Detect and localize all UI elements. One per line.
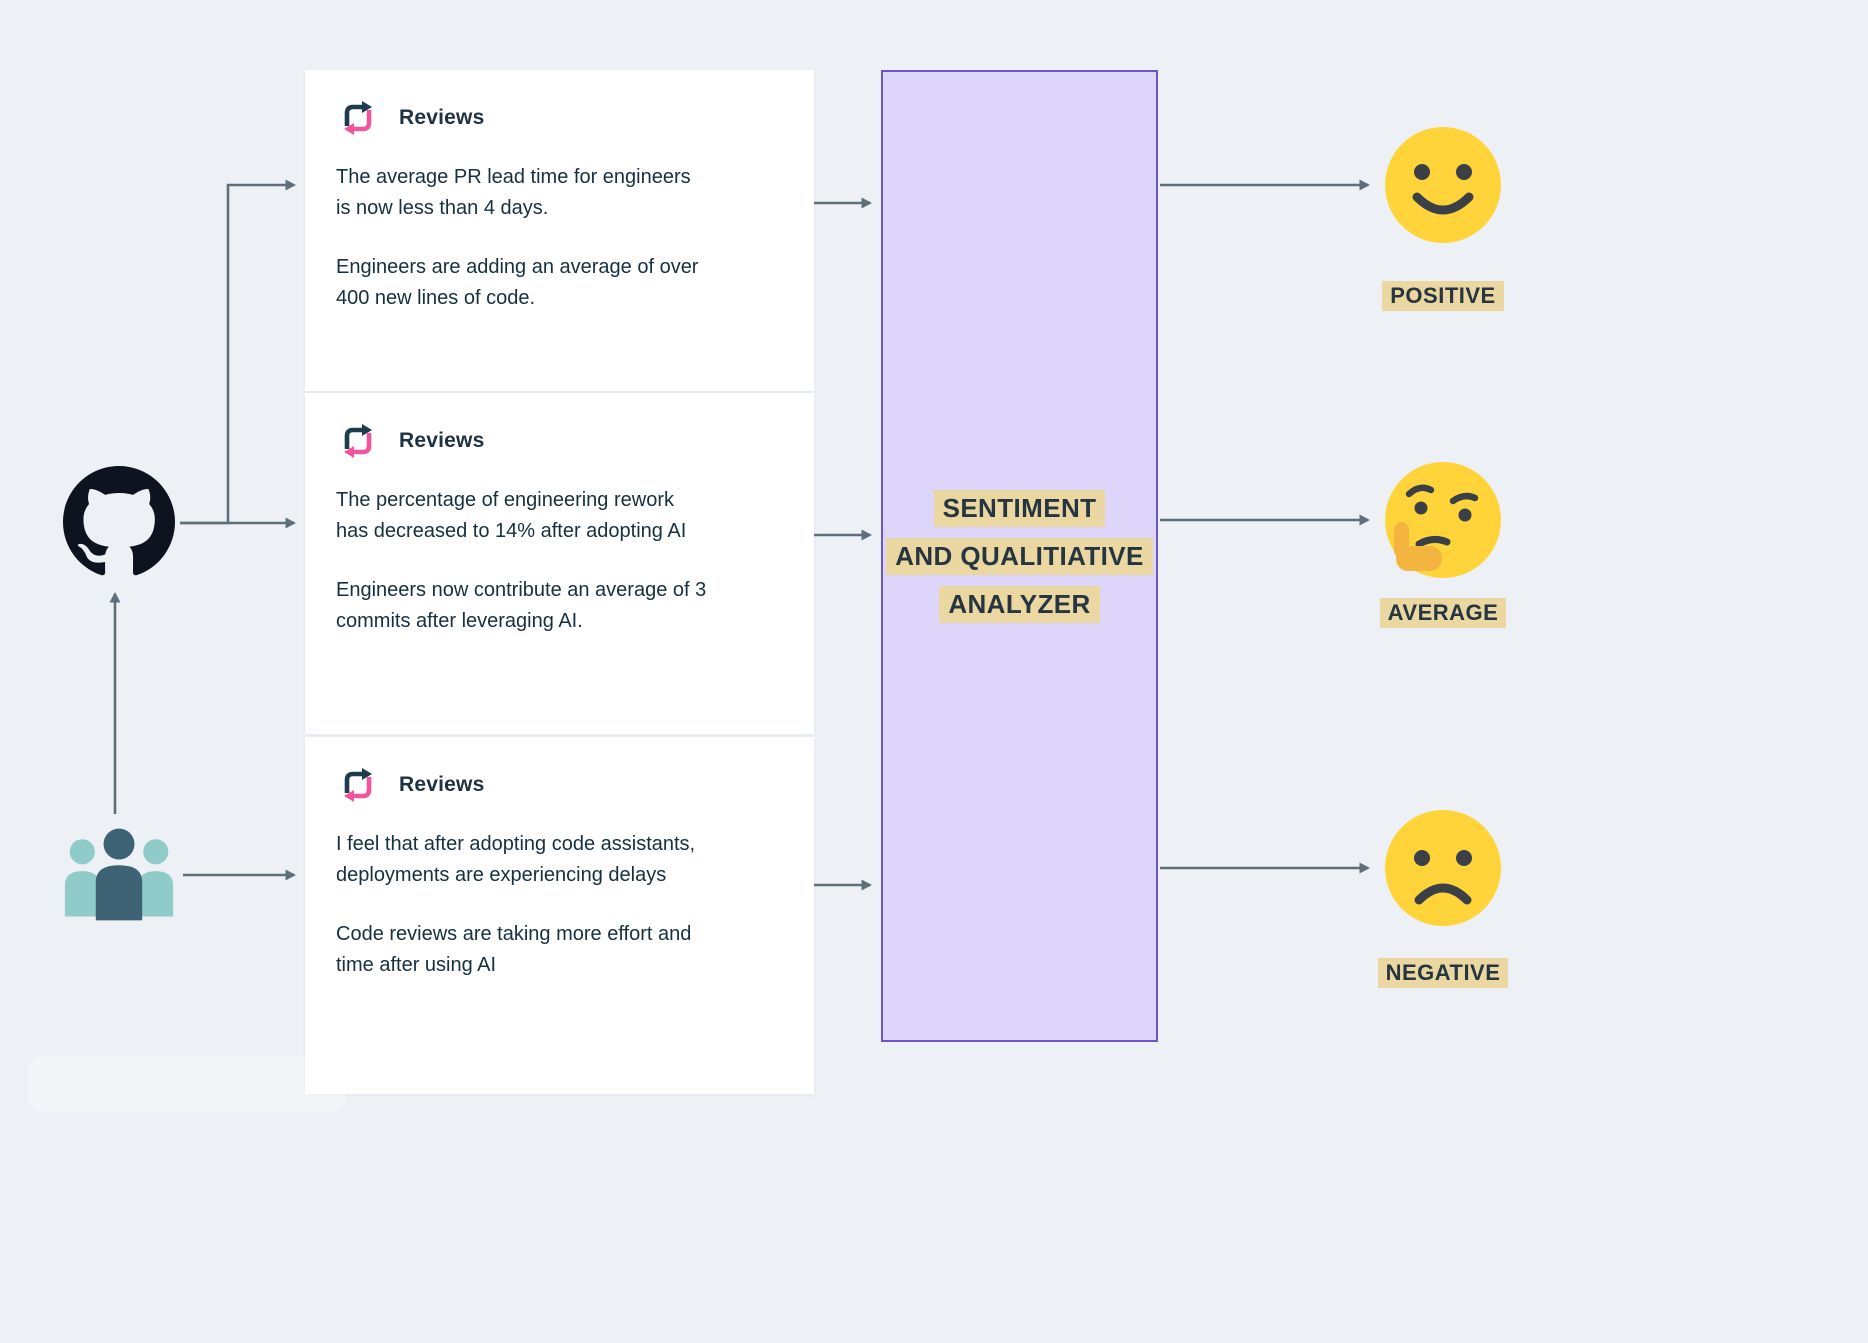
github-logo-glyph <box>63 466 175 576</box>
analyzer-line: SENTIMENT <box>933 489 1106 527</box>
team-icon <box>61 818 177 930</box>
card-title: Reviews <box>399 773 485 796</box>
sentiment-analyzer-box: SENTIMENT AND QUALITIATIVE ANALYZER <box>881 70 1158 1042</box>
repeat-icon <box>344 424 372 458</box>
card-header: Reviews <box>336 98 783 138</box>
review-card-3: Reviews I feel that after adopting code … <box>305 737 814 1094</box>
positive-label: POSITIVE <box>1382 281 1504 311</box>
repeat-icon <box>344 101 372 135</box>
output-negative: NEGATIVE <box>1358 808 1528 988</box>
card-header: Reviews <box>336 421 783 461</box>
card-header: Reviews <box>336 765 783 805</box>
github-icon <box>63 466 175 578</box>
analyzer-line: ANALYZER <box>939 585 1100 623</box>
average-label: AVERAGE <box>1379 598 1507 628</box>
output-label: NEGATIVE <box>1377 958 1509 988</box>
output-label: POSITIVE <box>1382 281 1504 311</box>
frowning-face-icon <box>1385 810 1501 926</box>
smiley-face-icon <box>1385 127 1501 243</box>
team-glyph <box>64 828 174 921</box>
card-title: Reviews <box>399 429 485 452</box>
thinking-face-icon <box>1385 462 1501 578</box>
card-title: Reviews <box>399 106 485 129</box>
review-card-1: Reviews The average PR lead time for eng… <box>305 70 814 391</box>
card-paragraph: I feel that after adopting code assistan… <box>336 833 696 886</box>
review-card-2: Reviews The percentage of engineering re… <box>305 393 814 734</box>
arrow-github-to-card1 <box>180 179 296 525</box>
card-paragraph: The percentage of engineering rework has… <box>336 489 687 542</box>
repeat-icon <box>344 768 372 802</box>
card-paragraph: The average PR lead time for engineers i… <box>336 166 691 219</box>
analyzer-line: AND QUALITIATIVE <box>886 537 1153 575</box>
card-paragraph: Engineers are adding an average of over … <box>336 256 699 309</box>
output-positive: POSITIVE <box>1358 125 1528 311</box>
output-average: AVERAGE <box>1358 460 1528 628</box>
watermark <box>28 1056 346 1112</box>
card-paragraph: Code reviews are taking more effort and … <box>336 923 692 976</box>
card-paragraph: Engineers now contribute an average of 3… <box>336 579 707 632</box>
negative-label: NEGATIVE <box>1377 958 1509 988</box>
output-label: AVERAGE <box>1379 598 1507 628</box>
